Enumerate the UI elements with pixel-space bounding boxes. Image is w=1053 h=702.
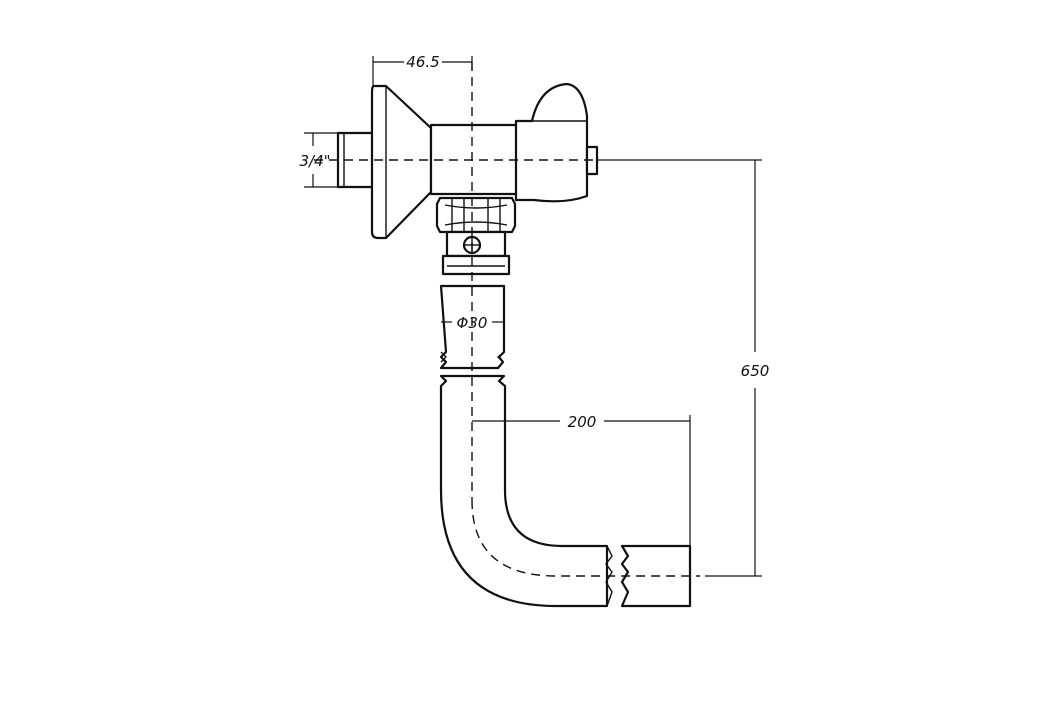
dimension-horizontal-reach: 200 bbox=[472, 413, 691, 546]
pipe-diameter-label: Φ30 bbox=[457, 314, 488, 332]
bent-pipe bbox=[439, 374, 613, 608]
horizontal-reach-label: 200 bbox=[568, 413, 597, 431]
vertical-pipe-upper bbox=[439, 284, 506, 370]
total-height-label: 650 bbox=[741, 362, 770, 380]
valve-handle bbox=[514, 82, 599, 203]
center-lines bbox=[314, 62, 700, 577]
dimension-total-height: 650 bbox=[598, 159, 770, 577]
dimension-flange-offset: 46.5 bbox=[372, 53, 473, 86]
wall-flange bbox=[370, 84, 433, 240]
valve-body bbox=[429, 123, 519, 196]
dimension-pipe-diameter: Φ30 bbox=[441, 314, 504, 332]
threaded-inlet bbox=[336, 131, 376, 189]
flange-offset-label: 46.5 bbox=[406, 53, 439, 71]
dimension-thread-size: 3/4" bbox=[299, 132, 338, 188]
union-nut bbox=[435, 196, 517, 234]
pipe-connector bbox=[441, 230, 511, 276]
thread-size-label: 3/4" bbox=[299, 152, 330, 170]
